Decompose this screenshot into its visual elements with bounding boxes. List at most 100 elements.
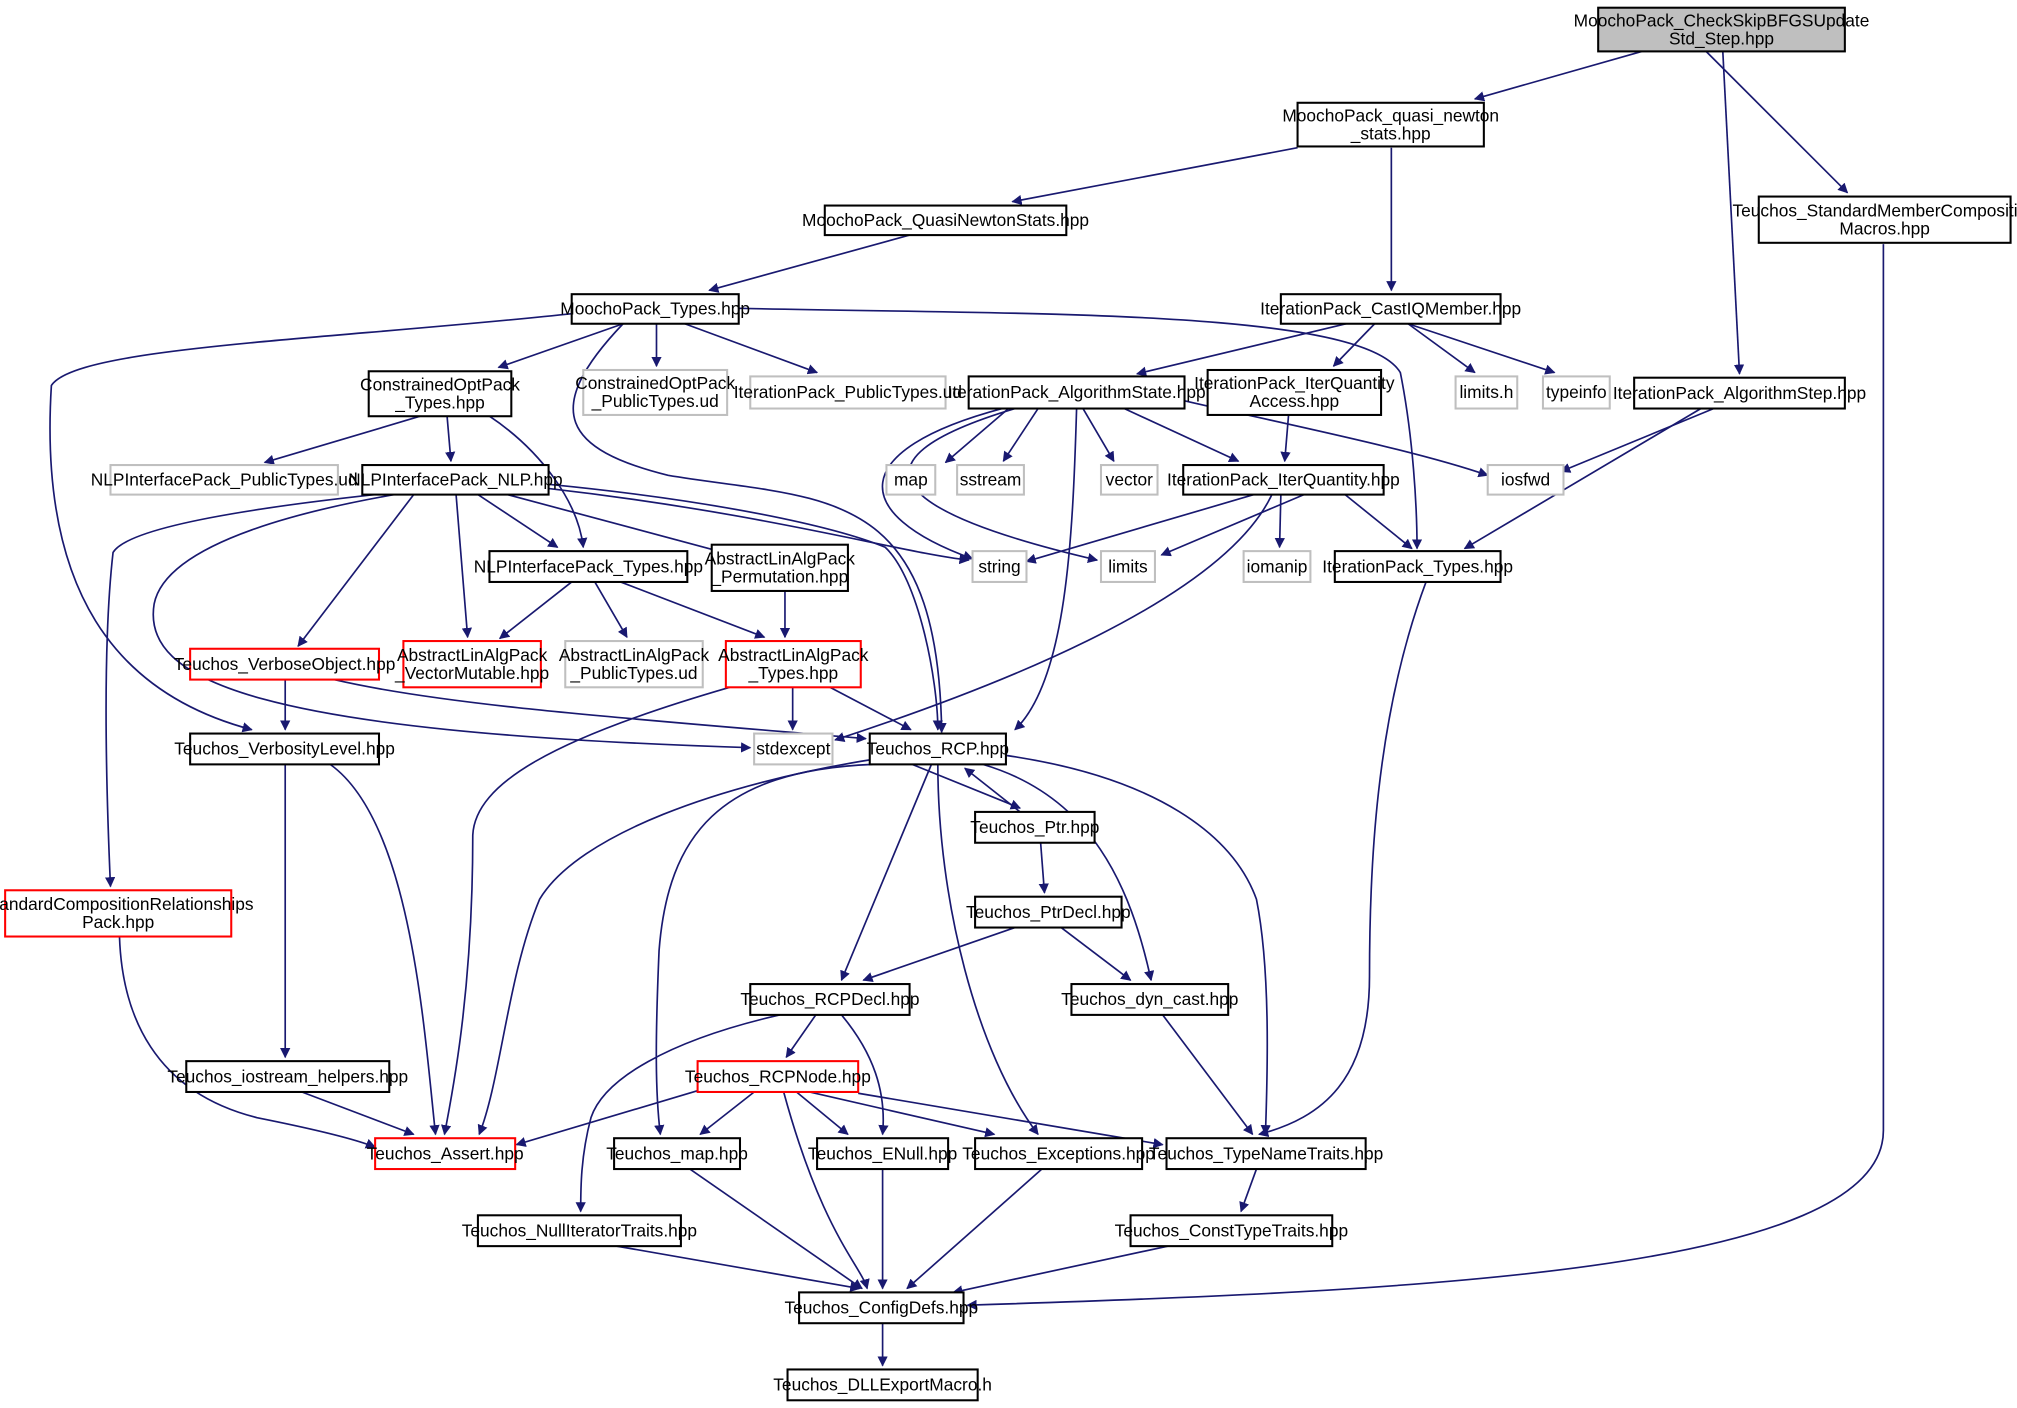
edge-from-nlp-types [594,581,628,639]
node-label: MoochoPack_quasi_newton [1282,105,1499,125]
node-ptr-decl[interactable]: Teuchos_PtrDecl.hpp [966,895,1131,929]
node-algo-step[interactable]: IterationPack_AlgorithmStep.hpp [1613,376,1866,410]
node-verbose-obj[interactable]: Teuchos_VerboseObject.hpp [174,647,396,681]
edge-from-constrained-types [489,415,588,549]
edge-from-nlp-types [620,581,766,639]
node-label: AbstractLinAlgPack [397,645,548,665]
node-null-iter[interactable]: Teuchos_NullIteratorTraits.hpp [462,1214,697,1248]
edge-from-rcp-decl [785,1014,817,1059]
node-label: map [894,470,928,490]
edge-from-moocho-types [684,322,819,375]
node-limits[interactable]: limits [1099,550,1156,583]
node-ala-types[interactable]: AbstractLinAlgPack_Types.hpp [718,640,869,689]
node-box [1099,464,1159,496]
node-box [1099,550,1156,583]
node-constrained-types[interactable]: ConstrainedOptPack_Types.hpp [360,370,520,418]
edge-from-algo-state [881,407,1003,561]
node-iosfwd[interactable]: iosfwd [1486,464,1565,496]
node-nlp-public[interactable]: NLPInterfacePack_PublicTypes.ud [91,464,358,496]
node-label: typeinfo [1546,382,1607,402]
node-qn-stats[interactable]: MoochoPack_quasi_newton_stats.hpp [1282,101,1499,148]
node-iomanip[interactable]: iomanip [1242,550,1312,583]
node-config[interactable]: Teuchos_ConfigDefs.hpp [784,1291,978,1325]
edge-from-ptr [1038,842,1049,894]
node-std-member-macros[interactable]: Teuchos_StandardMemberCompositionMacros.… [1732,195,2017,244]
node-rcp-node[interactable]: Teuchos_RCPNode.hpp [685,1060,871,1093]
node-cast-iq[interactable]: IterationPack_CastIQMember.hpp [1260,293,1521,325]
node-iter-qty[interactable]: IterationPack_IterQuantity.hpp [1167,464,1400,496]
node-perm[interactable]: AbstractLinAlgPack_Permutation.hpp [705,543,856,592]
node-ptr[interactable]: Teuchos_Ptr.hpp [970,810,1099,844]
edge-from-cast-iq [1407,323,1476,374]
edge-from-rcp [911,763,1022,810]
node-label: Teuchos_VerboseObject.hpp [174,654,396,674]
node-iter-public[interactable]: IterationPack_PublicTypes.ud [734,375,962,410]
edge-from-scr [118,936,377,1149]
node-string[interactable]: string [971,550,1028,583]
node-label: IterationPack_CastIQMember.hpp [1260,299,1521,319]
edge-from-rcp [654,763,873,1136]
node-dyn-cast[interactable]: Teuchos_dyn_cast.hpp [1061,983,1238,1016]
node-typeinfo[interactable]: typeinfo [1541,375,1611,410]
node-type-name[interactable]: Teuchos_TypeNameTraits.hpp [1149,1137,1383,1171]
node-dll[interactable]: Teuchos_DLLExportMacro.h [773,1368,992,1402]
edge-from-type-name [1239,1168,1258,1213]
node-box [1279,293,1502,325]
node-box [974,895,1123,929]
node-tmap[interactable]: Teuchos_map.hpp [606,1137,748,1171]
edge-from-verbose-obj [333,678,867,744]
node-label: _Types.hpp [748,663,839,683]
node-map[interactable]: map [885,464,937,496]
node-const-type[interactable]: Teuchos_ConstTypeTraits.hpp [1115,1214,1348,1248]
node-label: limits [1108,556,1148,576]
node-label: AbstractLinAlgPack [705,549,856,569]
node-constrained-public[interactable]: ConstrainedOptPack_PublicTypes.ud [575,368,735,416]
node-label: _stats.hpp [1350,123,1431,143]
node-enull[interactable]: Teuchos_ENull.hpp [808,1137,957,1171]
edge-from-moocho-types [572,323,947,734]
node-vector[interactable]: vector [1099,464,1159,496]
edge-from-algo-state [1014,408,1078,731]
edge-from-cast-iq [1332,323,1376,367]
node-iter-types[interactable]: IterationPack_Types.hpp [1322,550,1513,583]
node-root[interactable]: MoochoPack_CheckSkipBFGSUpdateStd_Step.h… [1574,6,1870,53]
node-nlp[interactable]: NLPInterfacePack_NLP.hpp [348,464,563,496]
node-label: Teuchos_dyn_cast.hpp [1061,989,1238,1009]
node-nlp-types[interactable]: NLPInterfacePack_Types.hpp [474,550,703,583]
node-box [1597,6,1846,53]
node-algo-state[interactable]: IterationPack_AlgorithmState.hpp [948,375,1206,410]
edge-from-qn-stats [1011,146,1298,206]
node-ala-public[interactable]: AbstractLinAlgPack_PublicTypes.ud [559,640,710,689]
node-stdexcept[interactable]: stdexcept [753,732,834,766]
edge-from-const-type [952,1245,1168,1296]
edge-from-nlp [507,493,725,555]
node-box [189,732,381,766]
node-iostream-helpers[interactable]: Teuchos_iostream_helpers.hpp [167,1060,408,1093]
edge-from-moocho-types [497,322,624,370]
node-rcp[interactable]: Teuchos_RCP.hpp [867,732,1009,766]
node-box [367,370,513,418]
edge-from-std-member-macros [966,244,1885,1311]
node-moocho-types[interactable]: MoochoPack_Types.hpp [560,293,750,325]
node-label: iosfwd [1501,470,1550,490]
node-label: IterationPack_Types.hpp [1322,556,1513,576]
node-box [1541,375,1611,410]
node-label: Teuchos_RCPDecl.hpp [740,989,919,1009]
node-sstream[interactable]: sstream [956,464,1025,496]
edge-from-nlp [455,494,473,639]
edge-from-nlp [297,494,415,648]
node-box [1633,376,1846,410]
node-box [749,375,947,410]
node-vec-mut[interactable]: AbstractLinAlgPack_VectorMutable.hpp [394,640,549,689]
node-verbosity[interactable]: Teuchos_VerbosityLevel.hpp [174,732,395,766]
node-limits-h[interactable]: limits.h [1454,375,1519,410]
edge-from-root [1705,50,1849,194]
node-rcp-decl[interactable]: Teuchos_RCPDecl.hpp [740,983,920,1016]
node-box [488,550,689,583]
node-qn-stats2[interactable]: MoochoPack_QuasiNewtonStats.hpp [802,204,1089,237]
node-exceptions[interactable]: Teuchos_Exceptions.hpp [962,1137,1155,1171]
node-assert[interactable]: Teuchos_Assert.hpp [367,1137,524,1171]
edge-from-rcp-decl [575,1014,781,1213]
